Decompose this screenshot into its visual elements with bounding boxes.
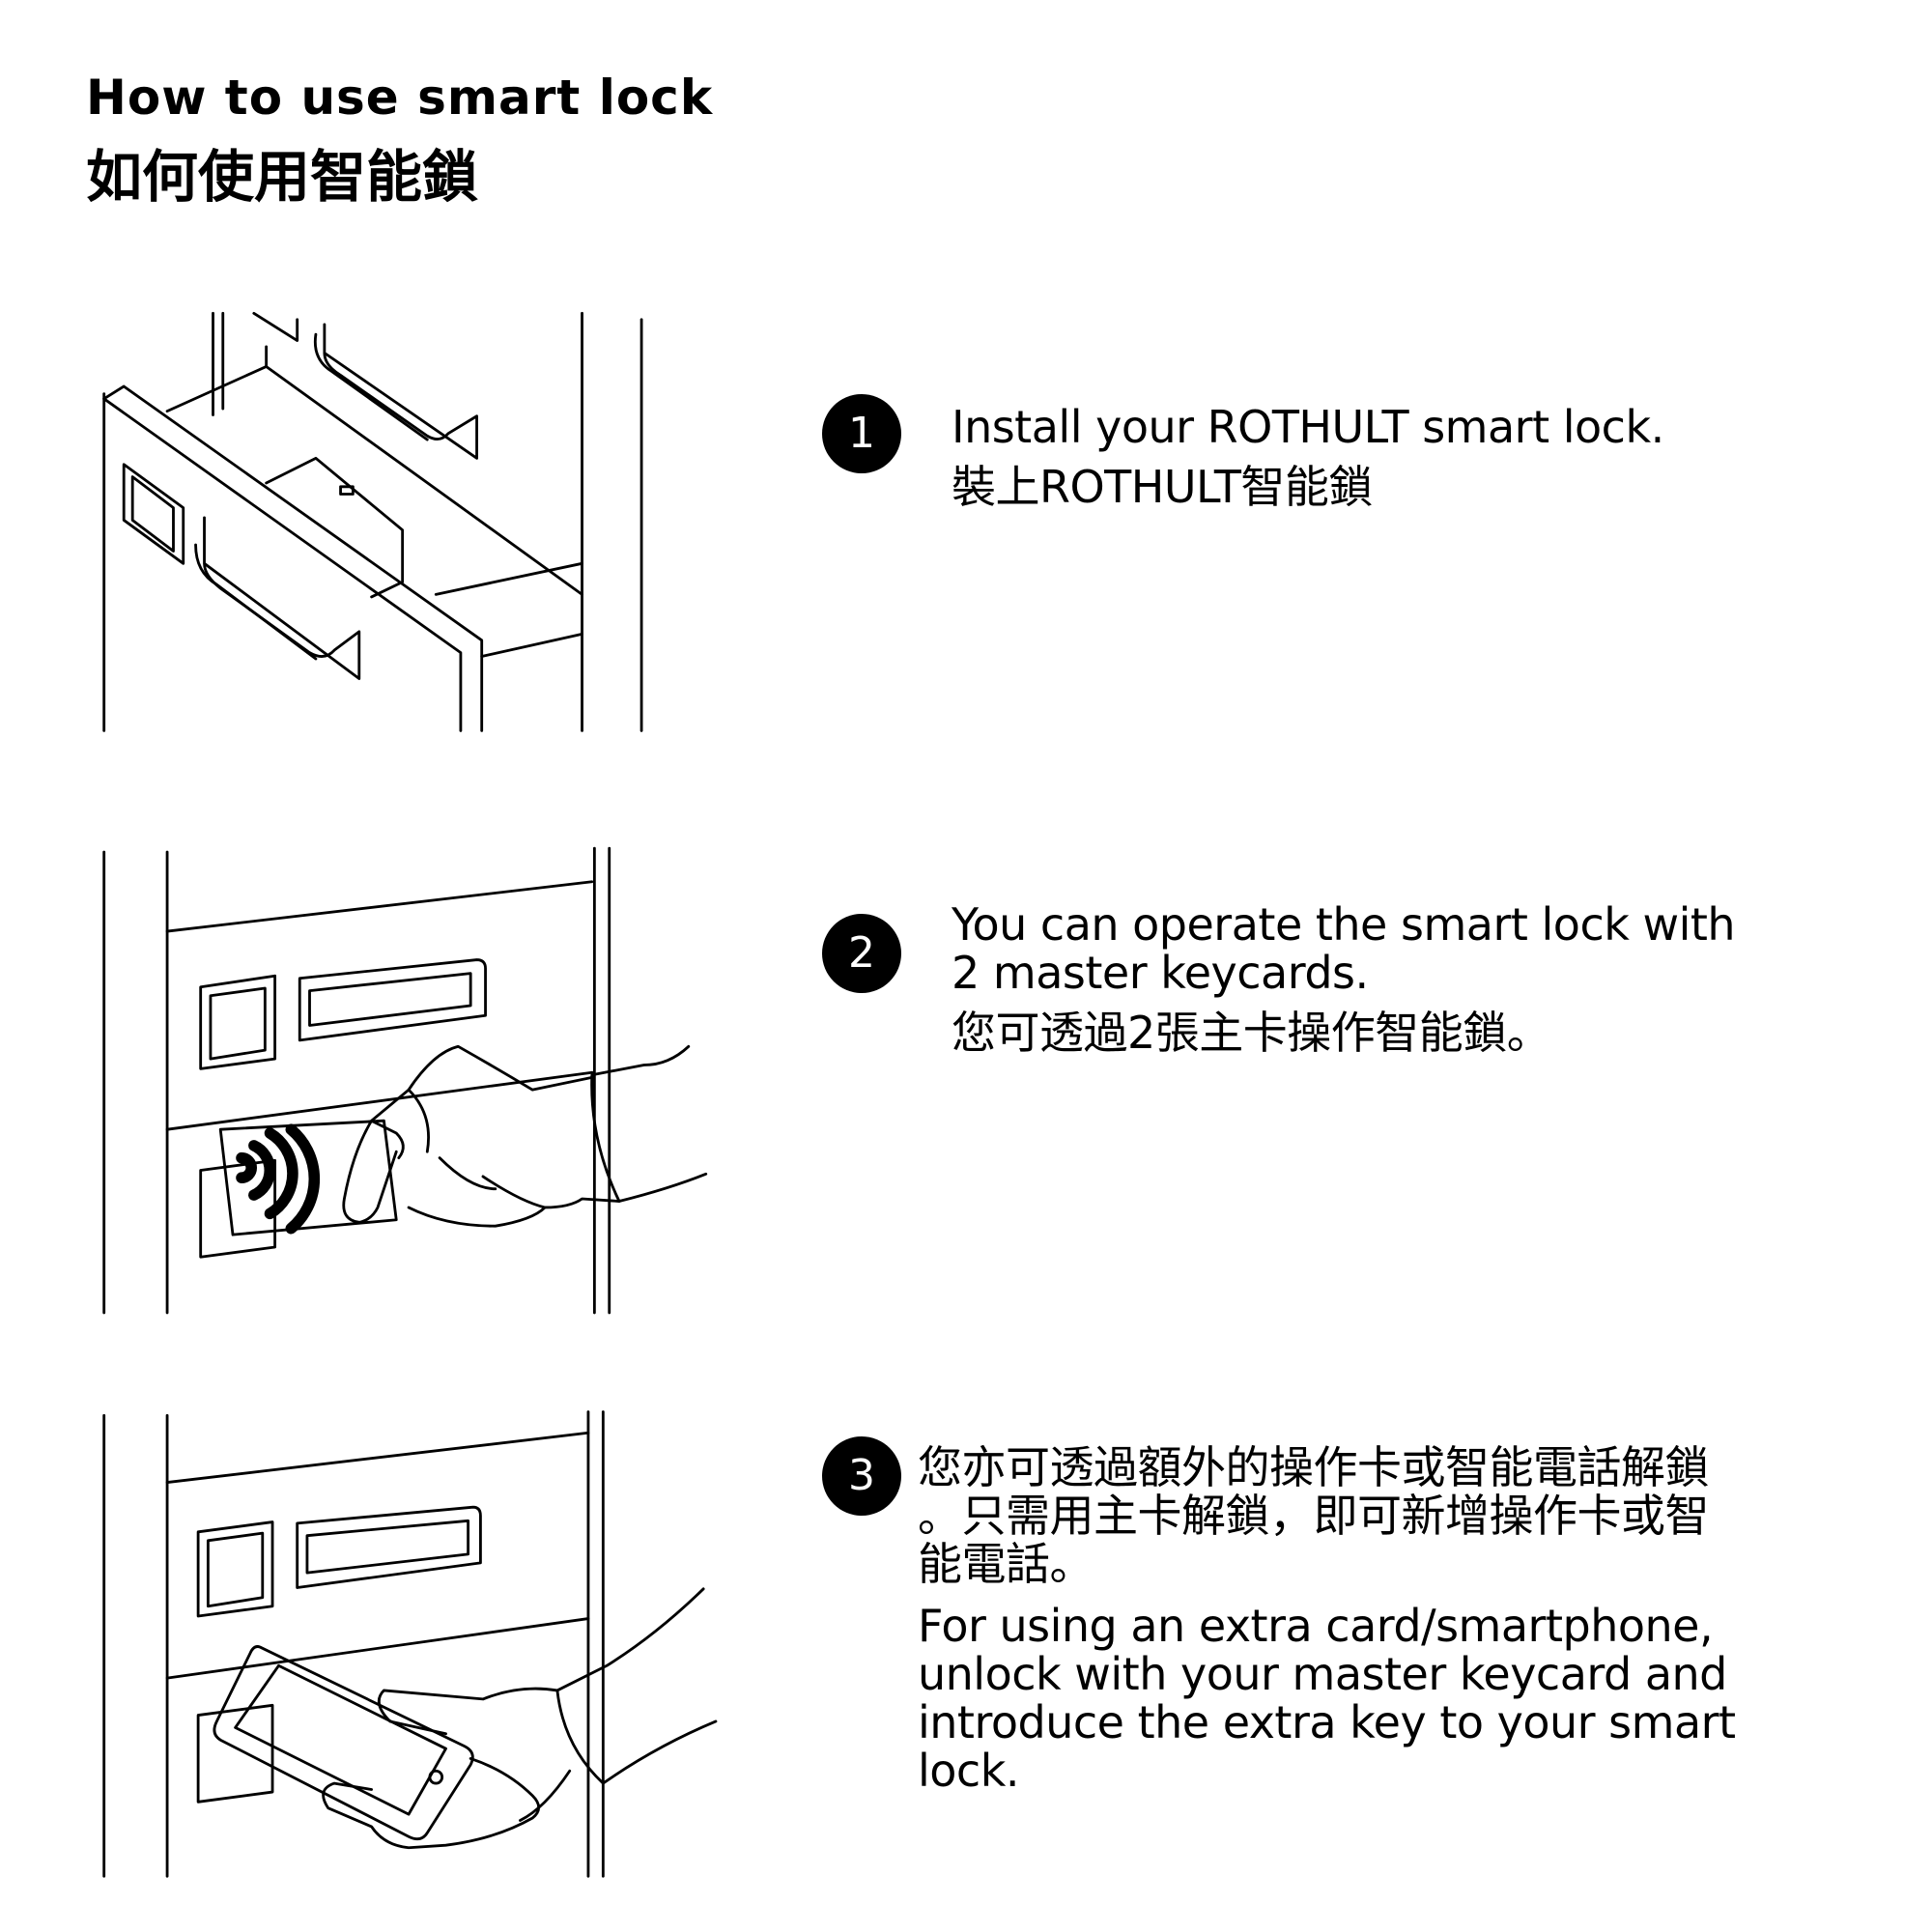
step-3-chinese-line-3: 能電話。: [918, 1538, 1094, 1590]
step-3-chinese-line-2: 。只需用主卡解鎖，即可新增操作卡或智: [918, 1490, 1709, 1542]
smartphone-illustration: [102, 1410, 718, 1878]
step-1-english: Install your ROTHULT smart lock.: [952, 401, 1664, 453]
keycard-illustration: [102, 846, 708, 1315]
step-2-english-line-2: 2 master keycards.: [952, 947, 1369, 999]
step-3-english-line-2: unlock with your master keycard and: [918, 1648, 1727, 1700]
step-3-chinese-line-1: 您亦可透過額外的操作卡或智能電話解鎖: [918, 1441, 1709, 1493]
step-3-english-line-1: For using an extra card/smartphone,: [918, 1600, 1714, 1652]
step-2-number-badge: 2: [822, 914, 901, 993]
install-lock-illustration: [102, 311, 643, 732]
step-1-number-badge: 1: [822, 394, 901, 473]
step-3-number-badge: 3: [822, 1436, 901, 1516]
step-3-text: 您亦可透過額外的操作卡或智能電話解鎖 。只需用主卡解鎖，即可新增操作卡或智 能電…: [918, 1443, 1736, 1795]
step-1-text: Install your ROTHULT smart lock. 裝上ROTHU…: [952, 403, 1664, 511]
page-title-chinese: 如何使用智能鎖: [86, 144, 479, 210]
step-3-english-line-4: lock.: [918, 1745, 1019, 1797]
step-2-text: You can operate the smart lock with 2 ma…: [952, 898, 1736, 1059]
page-title-english: How to use smart lock: [86, 70, 714, 126]
step-2-chinese: 您可透過2張主卡操作智能鎖。: [952, 1007, 1551, 1059]
step-1-chinese: 裝上ROTHULT智能鎖: [952, 461, 1373, 513]
step-2-english-line-1: You can operate the smart lock with: [952, 898, 1736, 951]
step-3-english-line-3: introduce the extra key to your smart: [918, 1696, 1736, 1748]
